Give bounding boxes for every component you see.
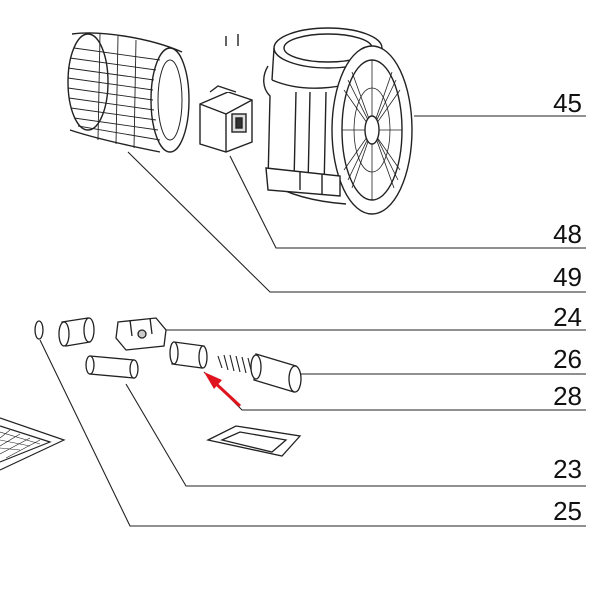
callout-48: 48 [553,219,582,249]
leader-49 [127,151,586,293]
small-parts [34,317,302,457]
leader-23 [125,383,586,487]
callout-49: 49 [553,262,582,292]
callout-23: 23 [553,454,582,484]
callout-labels: 45 48 49 24 26 28 23 25 [553,88,582,526]
grease-filter [0,417,66,471]
red-arrow [204,372,242,408]
o-ring [34,320,44,340]
callout-26: 26 [553,344,582,374]
callout-24: 24 [553,302,582,332]
callout-28: 28 [553,381,582,411]
callout-45: 45 [553,88,582,118]
leader-lines [39,115,586,527]
leader-48 [229,155,586,249]
leader-25 [39,339,586,527]
motor-housing [225,27,413,215]
blower-wheel [67,32,190,153]
callout-25: 25 [553,496,582,526]
capacitor-block [199,85,253,153]
